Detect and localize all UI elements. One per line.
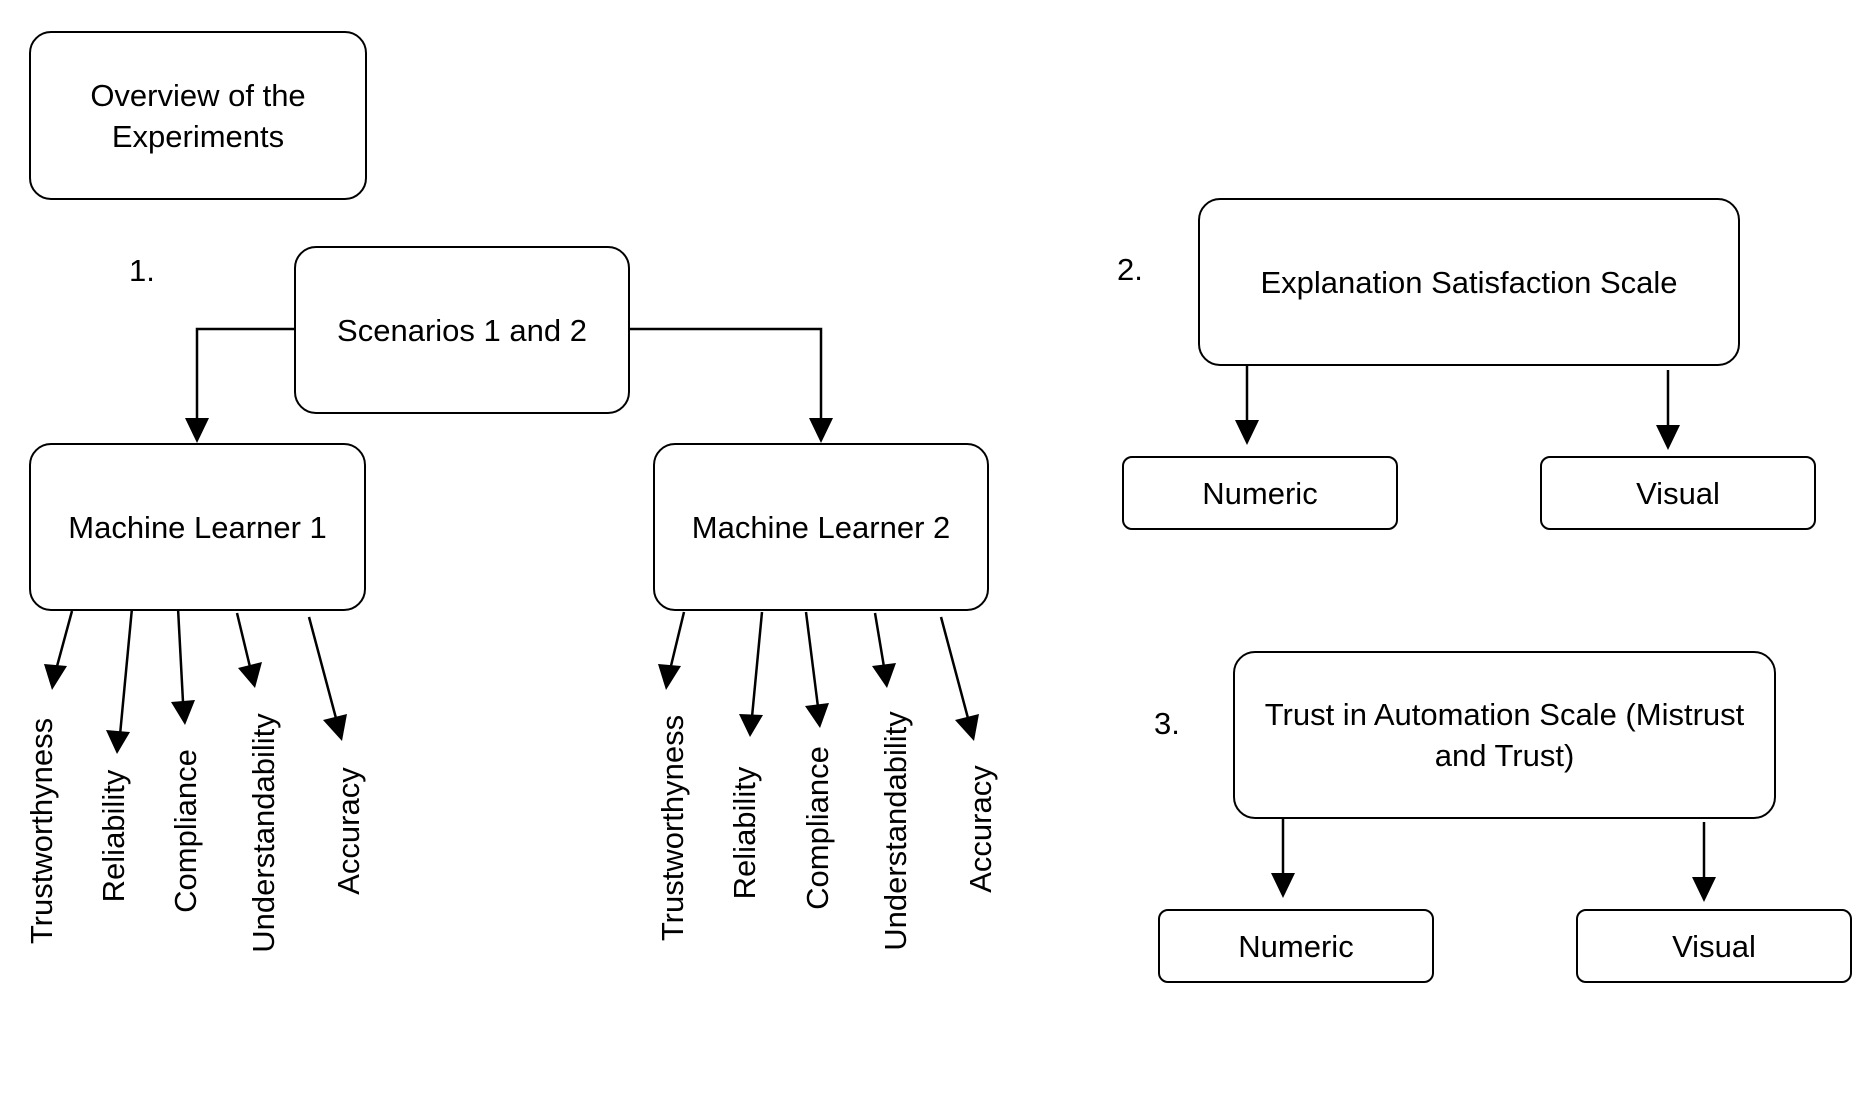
arrow-l1-accuracy bbox=[307, 616, 339, 723]
scenarios-label: Scenarios 1 and 2 bbox=[337, 312, 587, 348]
l1-metric-understandability: Understandability bbox=[246, 713, 281, 953]
l1-metric-reliability: Reliability bbox=[96, 769, 131, 903]
l2-metric-understandability: Understandability bbox=[878, 711, 913, 951]
overview-title: Overview of the Experiments bbox=[90, 77, 306, 154]
arrow-l1-trustworthyness bbox=[54, 610, 74, 671]
l2-metric-compliance: Compliance bbox=[800, 746, 835, 910]
tia-numeric-box: Numeric bbox=[1158, 909, 1434, 983]
arrow-l1-understandability bbox=[235, 612, 252, 668]
machine-learner-2-label: Machine Learner 2 bbox=[691, 509, 951, 545]
trust-in-automation-scale-box: Trust in Automation Scale (Mistrust and … bbox=[1233, 651, 1776, 819]
l2-metric-accuracy: Accuracy bbox=[963, 765, 998, 893]
machine-learner-1-box: Machine Learner 1 bbox=[29, 443, 366, 611]
ess-numeric-label: Numeric bbox=[1202, 475, 1318, 511]
explanation-satisfaction-scale-box: Explanation Satisfaction Scale bbox=[1198, 198, 1740, 366]
l2-metric-trustworthyness: Trustworthyness bbox=[655, 714, 690, 942]
l1-metric-compliance: Compliance bbox=[168, 749, 203, 913]
arrow-l1-compliance bbox=[176, 607, 185, 703]
arrow-l2-understandability bbox=[873, 612, 886, 668]
machine-learner-2-box: Machine Learner 2 bbox=[653, 443, 989, 611]
l2-metric-reliability: Reliability bbox=[727, 766, 762, 900]
l1-metric-accuracy: Accuracy bbox=[331, 767, 366, 895]
tia-visual-label: Visual bbox=[1672, 928, 1756, 964]
experiment-3-number: 3. bbox=[1154, 706, 1180, 741]
tia-numeric-label: Numeric bbox=[1238, 928, 1354, 964]
l1-metric-trustworthyness: Trustworthyness bbox=[24, 717, 59, 945]
trust-in-automation-scale-label: Trust in Automation Scale (Mistrust and … bbox=[1264, 697, 1745, 773]
arrow-l2-compliance bbox=[804, 611, 820, 708]
machine-learner-1-label: Machine Learner 1 bbox=[68, 509, 327, 545]
arrow-l1-reliability bbox=[118, 607, 134, 736]
ess-visual-box: Visual bbox=[1540, 456, 1816, 530]
explanation-satisfaction-scale-label: Explanation Satisfaction Scale bbox=[1260, 264, 1678, 300]
arrow-scenarios-to-learner1 bbox=[195, 327, 296, 428]
arrow-l2-trustworthyness bbox=[668, 611, 686, 671]
ess-numeric-box: Numeric bbox=[1122, 456, 1398, 530]
arrow-l2-reliability bbox=[750, 611, 764, 718]
arrow-l2-accuracy bbox=[939, 616, 971, 723]
ess-visual-label: Visual bbox=[1636, 475, 1720, 511]
scenarios-box: Scenarios 1 and 2 bbox=[294, 246, 630, 414]
overview-title-box: Overview of the Experiments bbox=[29, 31, 367, 200]
experiment-2-number: 2. bbox=[1117, 252, 1143, 287]
experiment-1-number: 1. bbox=[129, 253, 155, 288]
arrow-scenarios-to-learner2 bbox=[628, 327, 823, 428]
tia-visual-box: Visual bbox=[1576, 909, 1852, 983]
